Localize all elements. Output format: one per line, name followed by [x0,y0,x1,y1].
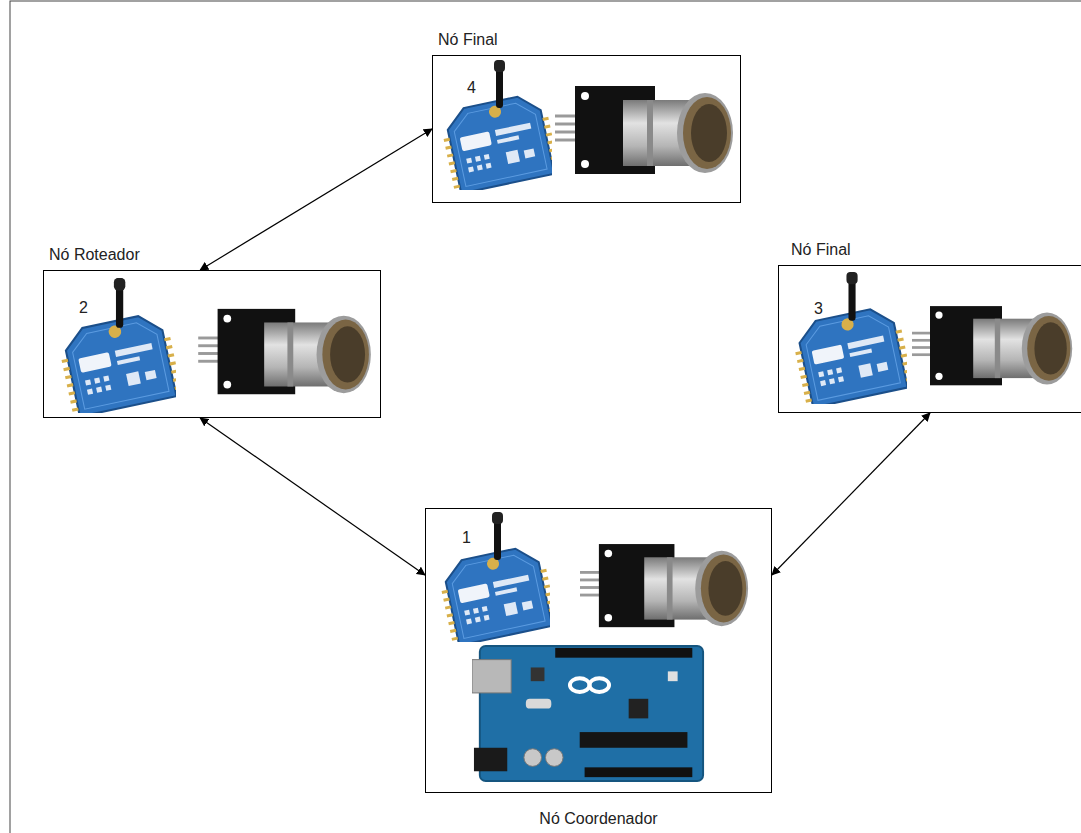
node-number: 3 [814,299,823,319]
node-heading: Nó Final [791,240,851,260]
link-arrow [772,413,930,575]
node-box: Nó Final4 [432,55,741,203]
node-number: 2 [79,298,88,318]
node-box: Nó Roteador2 [43,270,381,418]
node-heading: Nó Roteador [49,245,140,265]
node-box: Nó Coordenador1 [425,508,772,793]
node-number: 1 [462,528,471,548]
node-heading: Nó Coordenador [426,809,771,829]
node-heading: Nó Final [438,30,498,50]
link-arrow [200,129,432,270]
node-box: Nó Final3 [778,265,1081,413]
link-arrow [200,418,425,575]
node-number: 4 [467,78,476,98]
